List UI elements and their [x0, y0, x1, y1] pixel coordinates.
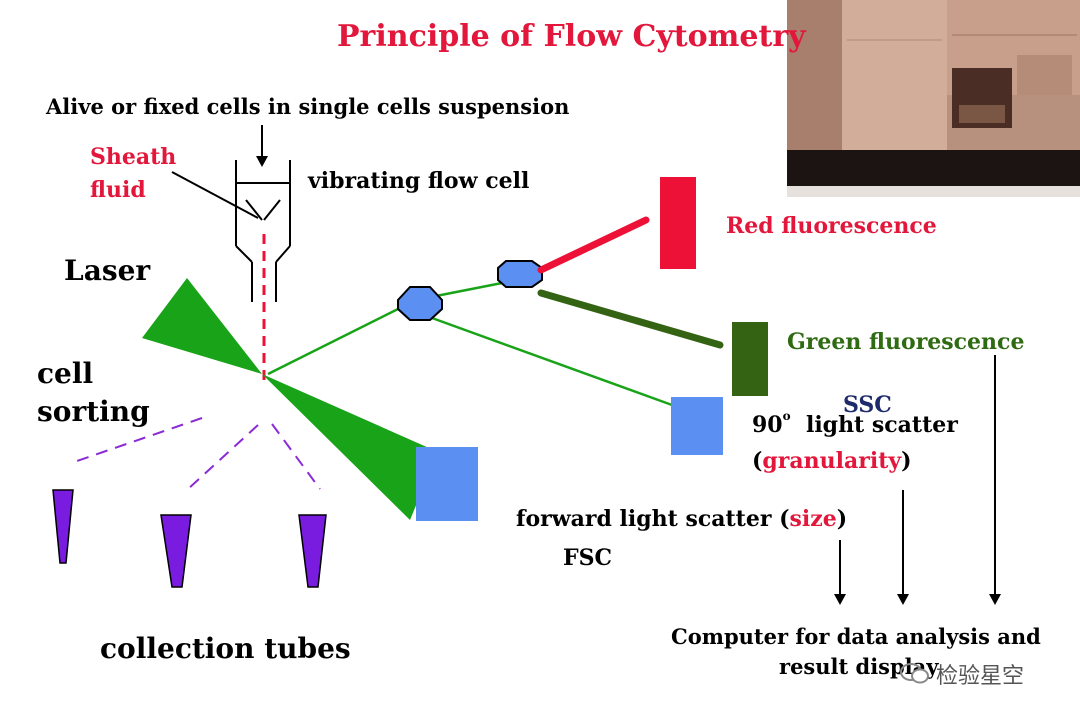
input-arrow-head [256, 156, 268, 167]
output-arrows [839, 355, 996, 598]
fluorescence-output-arrow-head [989, 594, 1001, 605]
laser-label: Laser [64, 254, 151, 287]
dichroic-mirror-1 [397, 286, 443, 321]
watermark-text: 检验星空 [936, 664, 1025, 689]
collection-tube-1 [52, 489, 74, 564]
instrument-photo [787, 0, 1080, 197]
collection-tube-3 [298, 514, 327, 588]
page-title: Principle of Flow Cytometry [337, 19, 806, 54]
forward-scatter-label: forward light scatter (size) [516, 506, 847, 532]
ssc-detector [671, 397, 723, 455]
cell-sorting-label-line1: cell [37, 357, 94, 390]
side-light-paths [267, 281, 673, 407]
flow-cell-nozzle [235, 160, 291, 302]
granularity-word: granularity [762, 448, 902, 474]
ssc-output-arrow-head [897, 594, 909, 605]
watermark: 检验星空 [900, 658, 1024, 690]
side-scatter-label: 90o light scatter [752, 408, 958, 438]
sheath-fluid-label-line1: Sheath [90, 144, 177, 170]
sorting-paths [73, 417, 321, 490]
cell-sorting-label-line2: sorting [37, 395, 150, 428]
red-fluorescence-beam [537, 216, 650, 274]
sheath-pointer [171, 171, 259, 219]
fsc-label: FSC [563, 545, 613, 571]
collection-tubes-label: collection tubes [100, 632, 351, 665]
granularity-label: (granularity) [752, 448, 912, 474]
collection-tube-2 [160, 514, 192, 588]
granularity-close-paren: ) [901, 448, 912, 474]
green-fluorescence-label: Green fluorescence [787, 329, 1025, 355]
wechat-icon [900, 663, 929, 684]
laser-beam-incoming [142, 278, 262, 374]
laser-beam-forward [262, 374, 438, 520]
side-scatter-angle: 90 [752, 412, 783, 438]
forward-scatter-text: forward light scatter ( [516, 506, 790, 532]
flow-cell-label: vibrating flow cell [308, 168, 530, 194]
dichroic-mirror-2 [497, 260, 543, 288]
fsc-detector [416, 447, 478, 521]
fsc-output-arrow-head [834, 594, 846, 605]
red-fluorescence-label: Red fluorescence [726, 213, 937, 239]
red-fluorescence-detector [660, 177, 696, 269]
side-scatter-degree: o [782, 408, 791, 423]
sheath-fluid-label-line2: fluid [90, 177, 146, 203]
ssc-label: SSC [843, 392, 892, 418]
side-scatter-text: light scatter [805, 412, 958, 438]
green-fluorescence-detector [732, 322, 768, 396]
green-fluorescence-beam [537, 289, 724, 349]
size-close-paren: ) [836, 506, 848, 532]
granularity-open-paren: ( [752, 448, 763, 474]
cells-input-label: Alive or fixed cells in single cells sus… [46, 94, 570, 119]
size-word: size [789, 506, 837, 532]
computer-label-line1: Computer for data analysis and [671, 624, 1041, 649]
